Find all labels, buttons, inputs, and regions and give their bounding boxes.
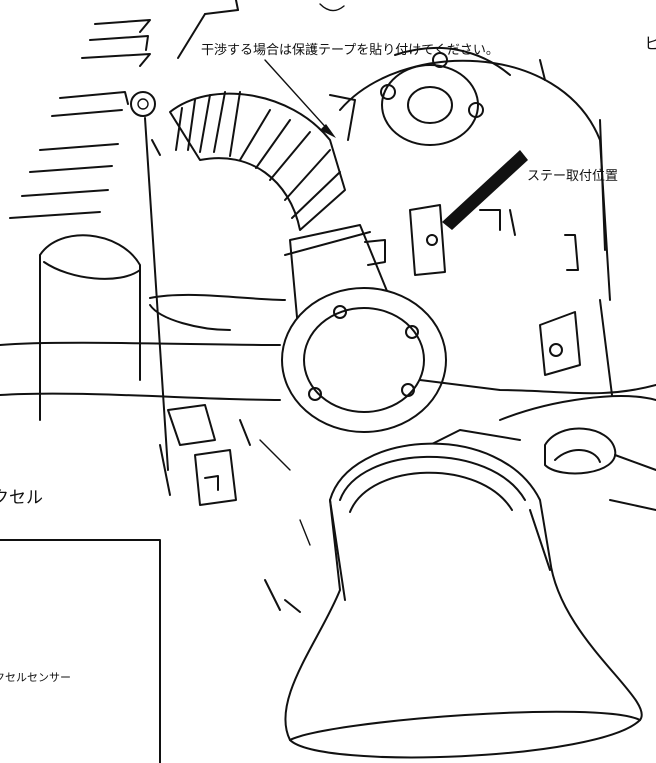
intake-hose <box>169 91 346 231</box>
accel-partial-label: クセル <box>0 488 43 508</box>
dipstick <box>130 91 169 471</box>
stay-bracket <box>409 204 516 276</box>
cylinder-fins <box>9 19 151 219</box>
stay-position-label: ステー取付位置 <box>527 169 619 184</box>
sensor-connector <box>159 404 251 506</box>
right-bracket <box>539 234 581 376</box>
throttle-tube <box>281 224 447 433</box>
sensor-box-outline <box>0 539 161 763</box>
accel-sensor-label: クセルセンサー <box>0 671 71 684</box>
air-funnel <box>284 442 643 759</box>
stay-arrow <box>442 150 528 230</box>
note-leader-line <box>264 59 331 133</box>
edge-label: ヒ <box>644 34 656 53</box>
protect-tape-note: 干渉する場合は保護テープを貼り付けてください。 <box>201 43 499 58</box>
